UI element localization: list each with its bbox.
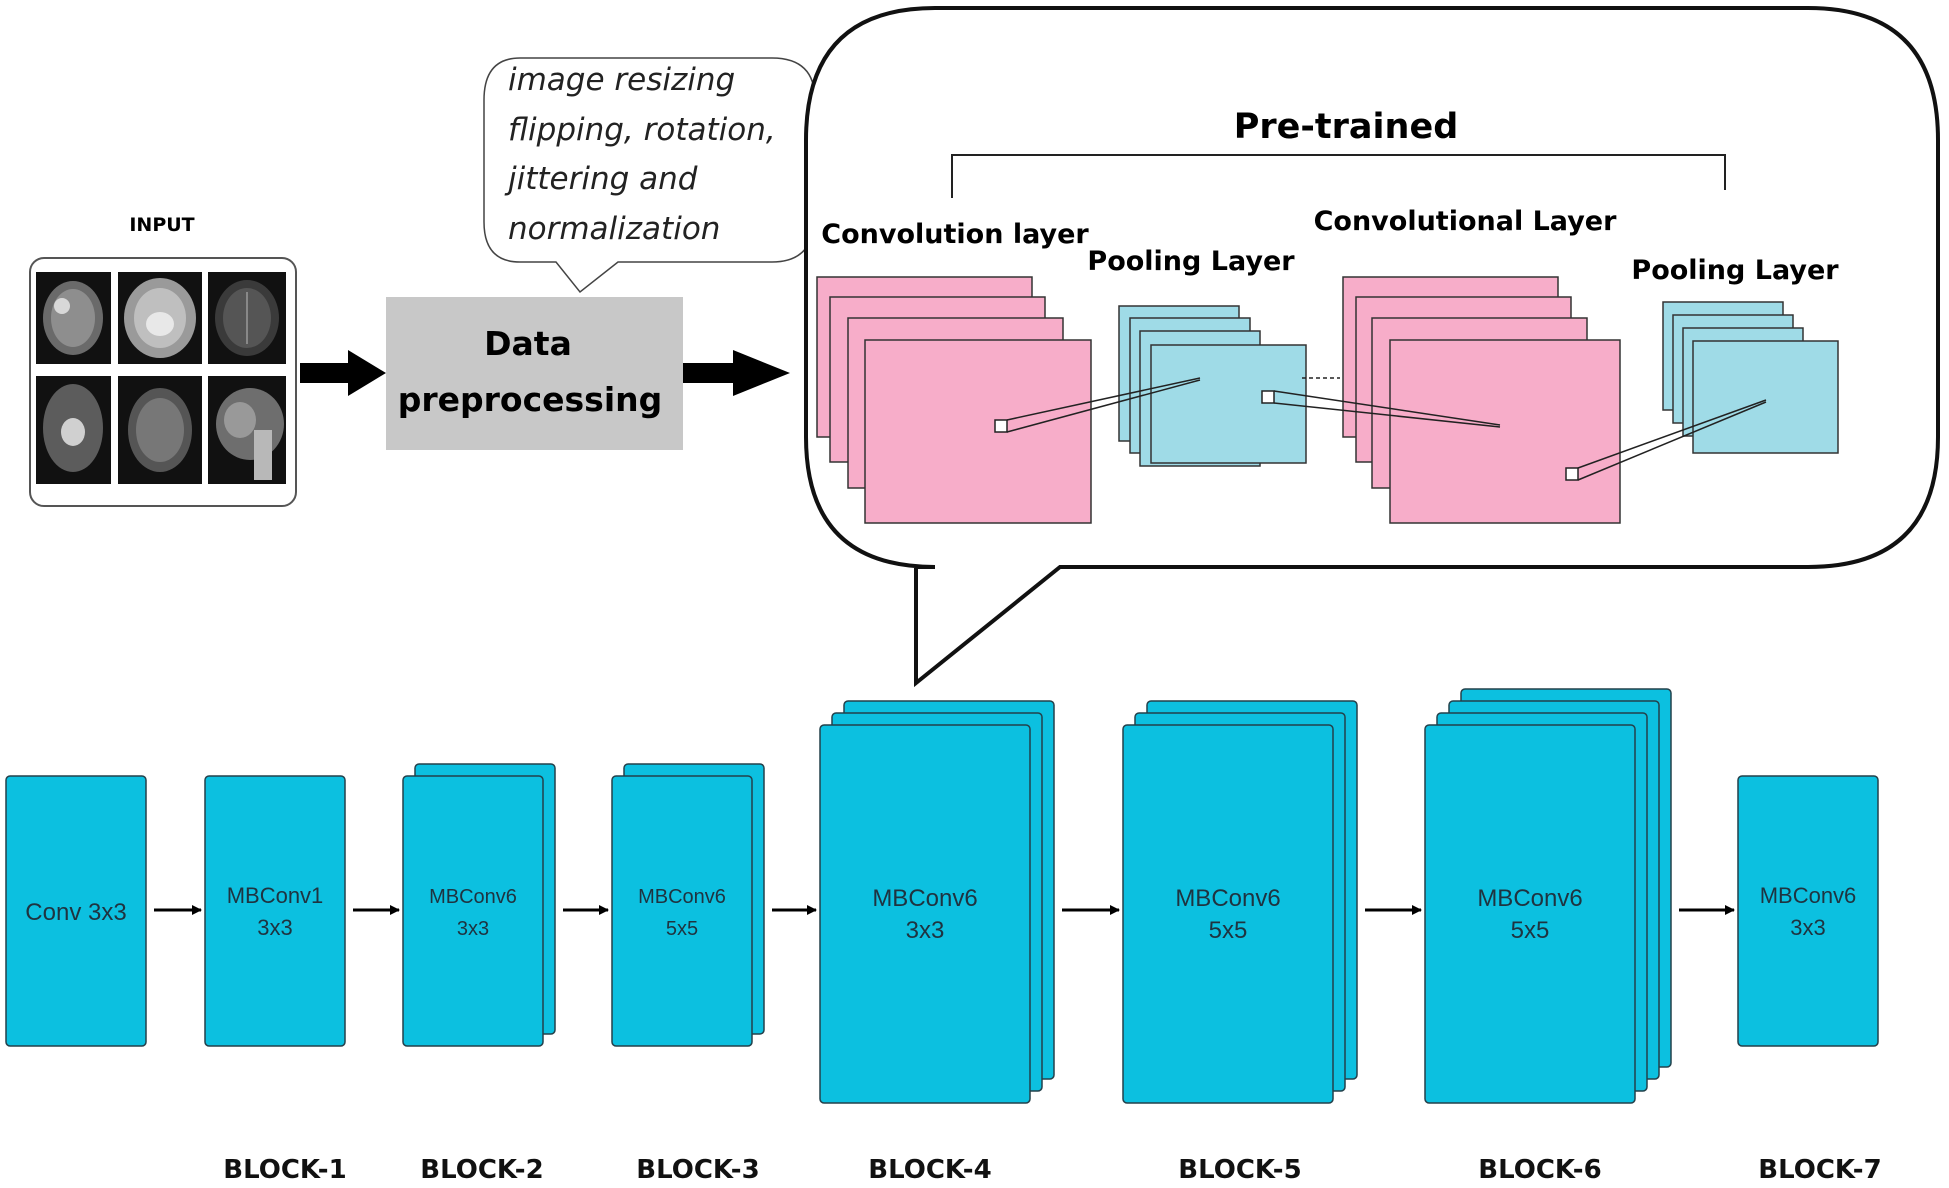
preprocess-box <box>386 297 683 450</box>
mri-scan <box>36 376 111 484</box>
block-label: BLOCK-7 <box>1758 1155 1881 1185</box>
block-kernel-size: 3x3 <box>257 915 292 940</box>
input-label: INPUT <box>129 214 194 236</box>
layer-label-conv2: Convolutional Layer <box>1314 206 1618 237</box>
block-label: BLOCK-1 <box>223 1155 346 1185</box>
block-kernel-size: 5x5 <box>1209 917 1248 944</box>
layer-label-pool1: Pooling Layer <box>1087 246 1295 277</box>
pretrained-title: Pre-trained <box>1234 107 1459 147</box>
block-front-layer <box>1737 775 1879 1047</box>
layer-label-pool2: Pooling Layer <box>1631 255 1839 286</box>
block-kernel-size: 3x3 <box>457 918 489 940</box>
block-op-name: MBConv6 <box>429 886 517 908</box>
block-front-layer <box>402 775 544 1047</box>
block-front-layer <box>819 724 1031 1104</box>
preprocess-note-bubble <box>483 57 816 294</box>
block-op-name: MBConv6 <box>1175 885 1280 912</box>
receptive-field-connectors <box>994 377 1767 481</box>
preprocess-note-line: normalization <box>508 211 720 247</box>
mri-scan <box>118 376 202 484</box>
block-op-name: Conv 3x3 <box>25 899 126 926</box>
block-op-name: MBConv1 <box>227 883 324 908</box>
input-to-preprocess-arrow <box>300 350 386 396</box>
preprocess-note-line: flipping, rotation, <box>508 112 776 148</box>
preprocess-to-pretrained-arrow <box>683 350 790 396</box>
block-label: BLOCK-6 <box>1478 1155 1601 1185</box>
block-label: BLOCK-4 <box>868 1155 991 1185</box>
block-label: BLOCK-5 <box>1178 1155 1301 1185</box>
layer-label-conv1: Convolution layer <box>821 219 1089 250</box>
mri-scan <box>118 272 202 364</box>
block-kernel-size: 5x5 <box>1511 917 1550 944</box>
preprocess-note-line: jittering and <box>504 161 698 197</box>
block-label: BLOCK-2 <box>420 1155 543 1185</box>
mri-scan <box>36 272 111 364</box>
block-front-layer <box>1122 724 1334 1104</box>
block-op-name: MBConv6 <box>1760 883 1857 908</box>
block-front-layer <box>204 775 346 1047</box>
block-op-name: MBConv6 <box>638 886 726 908</box>
pooling-layer-stack-2 <box>1662 301 1839 454</box>
preprocess-title-line1: Data <box>484 324 572 363</box>
mri-scan <box>208 272 286 364</box>
mri-scan-grid <box>36 272 286 484</box>
preprocess-title-line2: preprocessing <box>398 380 663 419</box>
conv-layer-stack-1 <box>816 276 1092 524</box>
preprocess-note-line: image resizing <box>508 62 735 98</box>
block-front-layer <box>5 775 147 1047</box>
block-0: Conv 3x3 <box>5 775 147 1047</box>
pretrained-bracket <box>951 154 1726 198</box>
block-front-layer <box>1424 724 1636 1104</box>
block-op-name: MBConv6 <box>1477 885 1582 912</box>
block-kernel-size: 3x3 <box>1790 915 1825 940</box>
block-label: BLOCK-3 <box>636 1155 759 1185</box>
block-op-name: MBConv6 <box>872 885 977 912</box>
block-kernel-size: 3x3 <box>906 917 945 944</box>
block-kernel-size: 5x5 <box>666 918 698 940</box>
mri-scan <box>208 376 286 484</box>
conv-layer-stack-2 <box>1342 276 1621 524</box>
block-front-layer <box>611 775 753 1047</box>
